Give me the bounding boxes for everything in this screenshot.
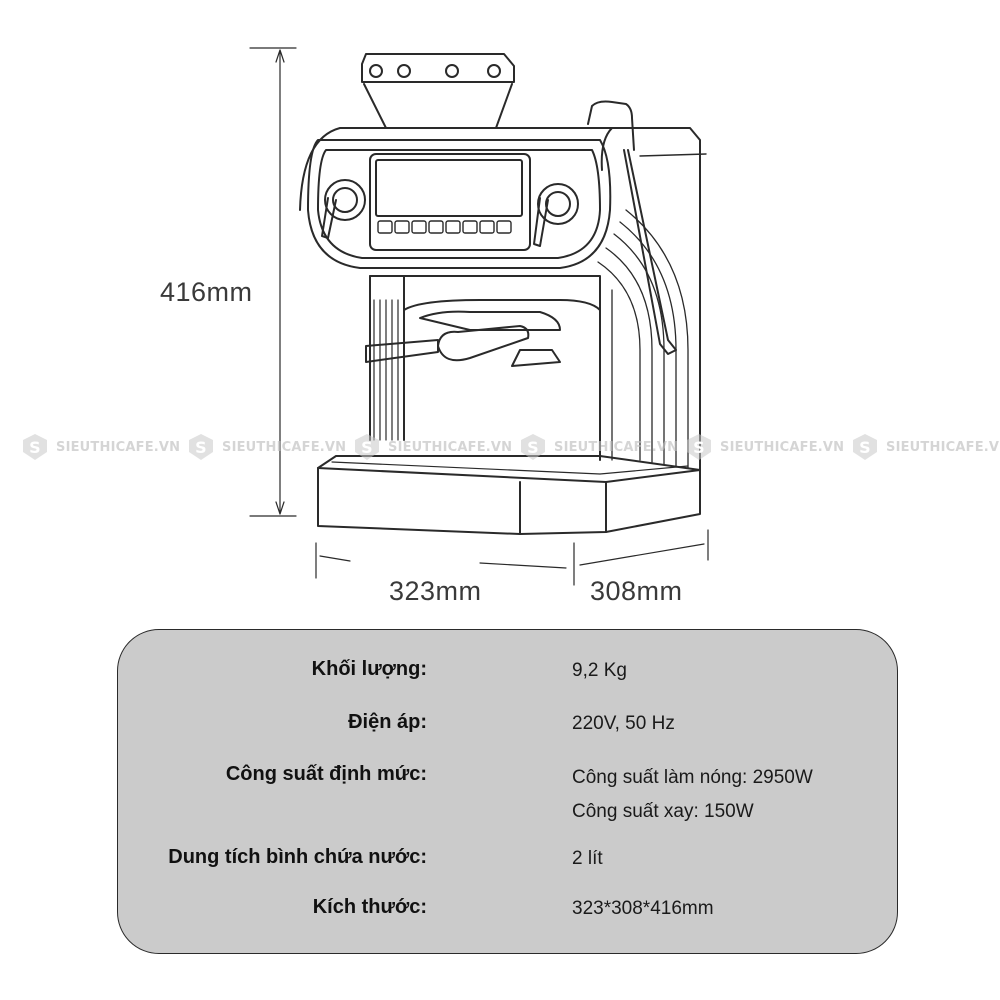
- spec-label: Công suất định mức:: [225, 763, 427, 785]
- svg-text:S: S: [29, 438, 41, 457]
- watermark: S SIEUTHICAFE.VN: [850, 430, 1000, 464]
- svg-text:S: S: [693, 438, 705, 457]
- s-shield-icon: S: [186, 432, 216, 462]
- depth-dimension-label: 308mm: [590, 576, 683, 606]
- height-dimension-label: 416mm: [160, 277, 253, 307]
- svg-text:S: S: [361, 438, 373, 457]
- spec-label: Kích thước:: [312, 896, 427, 918]
- s-shield-icon: S: [352, 432, 382, 462]
- watermark: S SIEUTHICAFE.VN: [518, 430, 678, 464]
- spec-value: 9,2 Kg: [572, 660, 627, 681]
- spec-value: 323*308*416mm: [572, 898, 714, 919]
- svg-text:S: S: [527, 438, 539, 457]
- spec-value: Công suất xay: 150W: [572, 801, 754, 822]
- watermark: S SIEUTHICAFE.VN: [20, 430, 180, 464]
- watermark-text: SIEUTHICAFE.VN: [720, 439, 845, 455]
- svg-text:S: S: [859, 438, 871, 457]
- spec-value: 220V, 50 Hz: [572, 713, 675, 734]
- watermark-text: SIEUTHICAFE.VN: [886, 439, 1000, 455]
- watermark-text: SIEUTHICAFE.VN: [388, 439, 513, 455]
- spec-panel: Khối lượng: 9,2 Kg Điện áp: 220V, 50 Hz …: [117, 629, 898, 954]
- watermark-text: SIEUTHICAFE.VN: [554, 439, 679, 455]
- s-shield-icon: S: [850, 432, 880, 462]
- watermark-text: SIEUTHICAFE.VN: [56, 439, 181, 455]
- width-dimension-label: 323mm: [389, 576, 482, 606]
- spec-value: Công suất làm nóng: 2950W: [572, 767, 813, 788]
- spec-label: Khối lượng:: [311, 658, 427, 680]
- s-shield-icon: S: [20, 432, 50, 462]
- svg-text:S: S: [195, 438, 207, 457]
- watermark: S SIEUTHICAFE.VN: [186, 430, 346, 464]
- spec-label: Điện áp:: [348, 711, 427, 733]
- spec-value: 2 lít: [572, 848, 603, 869]
- s-shield-icon: S: [684, 432, 714, 462]
- watermark-text: SIEUTHICAFE.VN: [222, 439, 347, 455]
- s-shield-icon: S: [518, 432, 548, 462]
- espresso-machine-drawing: [249, 47, 709, 586]
- watermark: S SIEUTHICAFE.VN: [352, 430, 512, 464]
- watermark: S SIEUTHICAFE.VN: [684, 430, 844, 464]
- spec-label: Dung tích bình chứa nước:: [168, 846, 427, 868]
